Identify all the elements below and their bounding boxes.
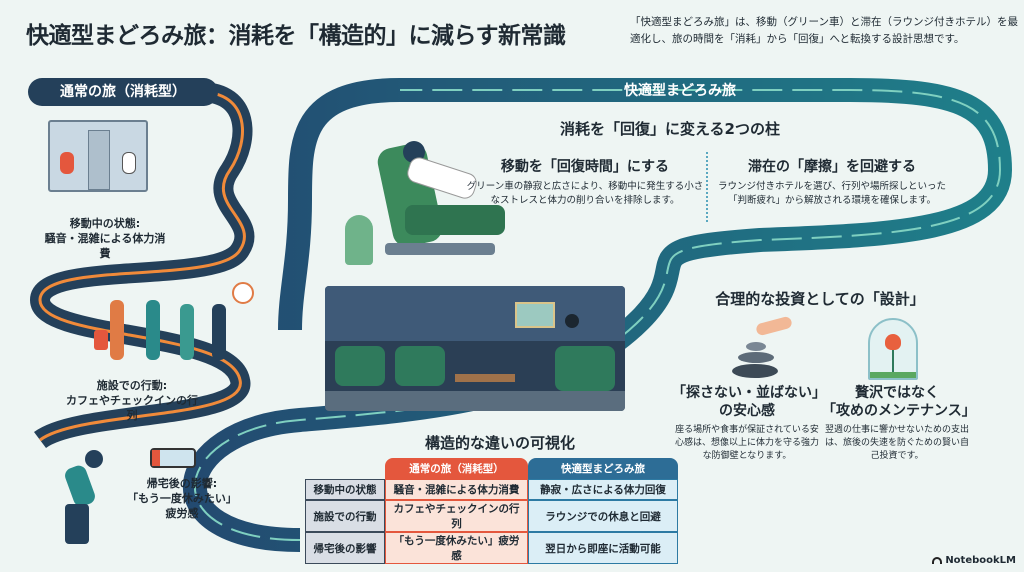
row-label: 施設での行動 <box>305 500 385 532</box>
cell-comfort: 翌日から即座に活動可能 <box>528 532 678 564</box>
invest-item-desc: 座る場所や食事が保証されている安心感は、想像以上に体力を守る強力な防御壁となりま… <box>674 425 819 461</box>
cell-normal: 「もう一度休みたい」疲労感 <box>385 532 528 564</box>
flower-dome-icon <box>868 318 918 380</box>
invest-item-2: 贅沢ではなく 「攻めのメンテナンス」 翌週の仕事に響かせないための支出は、旅後の… <box>822 384 976 463</box>
crowded-train-illustration <box>48 120 148 192</box>
page-title: 快適型まどろみ旅：消耗を「構造的」に減らす新常識 <box>26 23 566 49</box>
normal-trip-header: 通常の旅（消耗型） <box>28 78 218 106</box>
left-item-title: 帰宅後の影響: <box>146 477 218 490</box>
table-title: 構造的な違いの可視化 <box>424 434 575 452</box>
hotel-lounge-illustration <box>325 286 625 411</box>
left-item-desc: 騒音・混雑による体力消費 <box>44 232 166 260</box>
header-normal: 通常の旅（消耗型） <box>385 458 528 479</box>
invest-item-title: 贅沢ではなく <box>855 385 939 401</box>
pillars-title: 消耗を「回復」に変える2つの柱 <box>560 120 780 138</box>
tired-person-illustration <box>55 450 115 545</box>
pillar-1: 移動を「回復時間」にする グリーン車の静寂と広さにより、移動中に発生する小さなス… <box>465 158 705 208</box>
pillar-title: 移動を「回復時間」にする <box>500 159 670 175</box>
left-item-1: 移動中の状態: 騒音・混雑による体力消費 <box>40 216 170 261</box>
left-item-desc: カフェやチェックインの行列 <box>66 394 198 422</box>
cell-normal: 騒音・混雑による体力消費 <box>385 479 528 500</box>
pillar-2: 滞在の「摩擦」を回避する ラウンジ付きホテルを選び、行列や場所探しといった「判断… <box>712 158 952 208</box>
comfort-road <box>183 78 1013 552</box>
cell-normal: カフェやチェックインの行列 <box>385 500 528 532</box>
comparison-table: 通常の旅（消耗型） 快適型まどろみ旅 移動中の状態 騒音・混雑による体力消費 静… <box>305 458 678 564</box>
invest-item-desc: 翌週の仕事に響かせないための支出は、旅後の失速を防ぐための賢い自己投資です。 <box>824 425 969 461</box>
cell-comfort: ラウンジでの休息と回避 <box>528 500 678 532</box>
pillar-divider <box>706 152 708 222</box>
notebooklm-logo-icon <box>932 557 943 564</box>
table-row: 施設での行動 カフェやチェックインの行列 ラウンジでの休息と回避 <box>305 500 678 532</box>
page-subtitle: 「快適型まどろみ旅」は、移動（グリーン車）と滞在（ラウンジ付きホテル）を最適化し… <box>630 16 1018 45</box>
invest-item-1: 「探さない・並ばない」 の安心感 座る場所や食事が保証されている安心感は、想像以… <box>672 384 826 463</box>
table-row: 帰宅後の影響 「もう一度休みたい」疲労感 翌日から即座に活動可能 <box>305 532 678 564</box>
table-header-row: 通常の旅（消耗型） 快適型まどろみ旅 <box>305 458 678 479</box>
invest-item-title: 「探さない・並ばない」 <box>672 385 826 401</box>
pillar-title: 滞在の「摩擦」を回避する <box>748 159 916 175</box>
left-item-2: 施設での行動: カフェやチェックインの行列 <box>62 378 202 423</box>
left-item-title: 施設での行動: <box>96 379 168 392</box>
row-label: 移動中の状態 <box>305 479 385 500</box>
queue-people-illustration <box>88 282 254 370</box>
notebooklm-brand: NotebookLM <box>932 555 1016 566</box>
left-item-desc: 疲労感 <box>165 507 199 520</box>
low-battery-icon <box>150 448 196 468</box>
brand-label: NotebookLM <box>945 555 1016 566</box>
cell-comfort: 静寂・広さによる体力回復 <box>528 479 678 500</box>
invest-title: 合理的な投資としての「設計」 <box>715 290 925 308</box>
invest-item-title: の安心感 <box>719 403 775 419</box>
left-item-3: 帰宅後の影響: 「もう一度休みたい」 疲労感 <box>122 476 242 521</box>
left-item-title: 移動中の状態: <box>69 217 141 230</box>
row-label: 帰宅後の影響 <box>305 532 385 564</box>
header-comfort: 快適型まどろみ旅 <box>528 458 678 479</box>
green-car-seat-illustration <box>345 135 515 270</box>
pillar-desc: グリーン車の静寂と広さにより、移動中に発生する小さなストレスと体力の削り合いを排… <box>466 181 704 206</box>
pillar-desc: ラウンジ付きホテルを選び、行列や場所探しといった「判断疲れ」から解放される環境を… <box>717 181 946 206</box>
stacked-stones-icon <box>728 315 793 380</box>
table-row: 移動中の状態 騒音・混雑による体力消費 静寂・広さによる体力回復 <box>305 479 678 500</box>
invest-item-title: 「攻めのメンテナンス」 <box>822 403 976 419</box>
left-item-desc: 「もう一度休みたい」 <box>127 492 237 505</box>
comfort-trip-header: 快適型まどろみ旅 <box>624 83 736 99</box>
normal-road <box>29 82 255 449</box>
